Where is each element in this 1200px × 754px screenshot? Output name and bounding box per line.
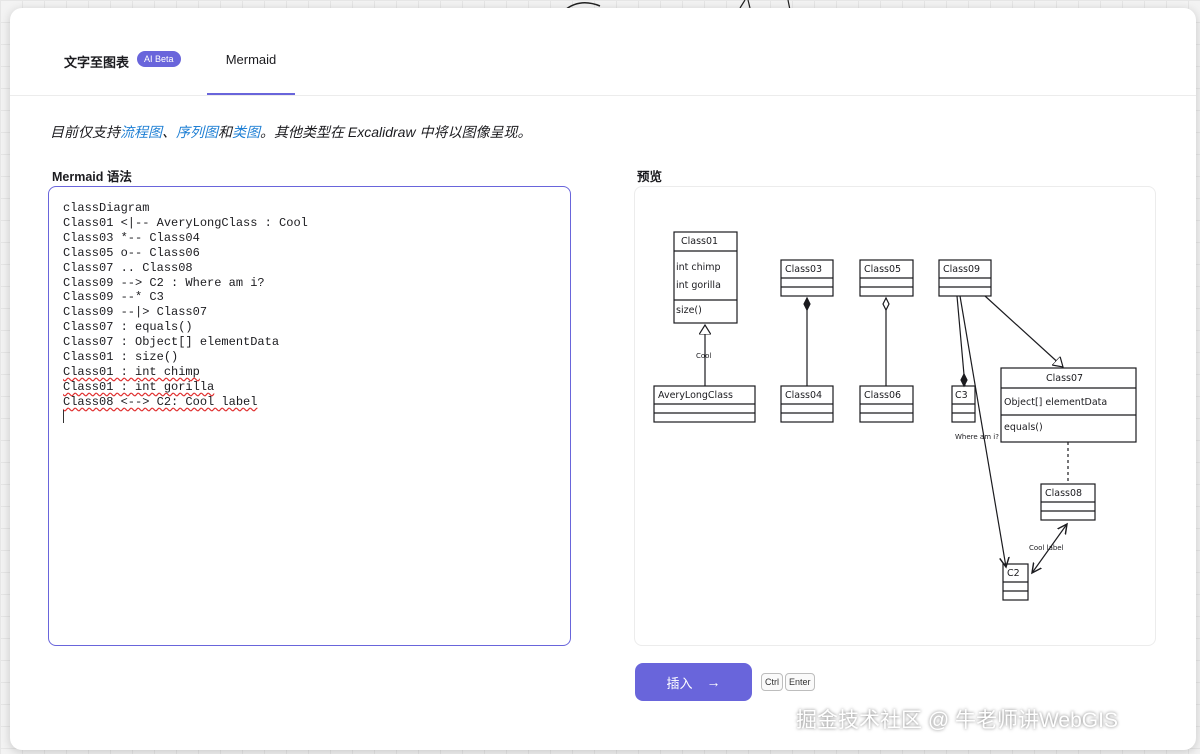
text-to-diagram-dialog: 文字至图表 AI Beta Mermaid 目前仅支持流程图、序列图和类图。其他… [10, 8, 1196, 750]
class01-title: Class01 [681, 236, 718, 247]
tab-text-to-diagram[interactable]: 文字至图表 AI Beta [64, 51, 181, 95]
code-line: Class03 *-- Class04 [63, 230, 200, 245]
code-line: Class01 : size() [63, 350, 179, 365]
class06-title: Class06 [864, 390, 901, 401]
code-line: Class07 .. Class08 [63, 260, 193, 275]
class-diagram-link[interactable]: 类图 [232, 124, 260, 140]
code-line: Class09 --|> Class07 [63, 305, 208, 320]
class07-method: equals() [1004, 422, 1043, 433]
class05-title: Class05 [864, 264, 901, 275]
class07-attr: Object[] elementData [1004, 397, 1107, 408]
class09-title: Class09 [943, 264, 980, 275]
tab-mermaid[interactable]: Mermaid [207, 52, 295, 95]
edge-label-where: Where am i? [955, 433, 999, 441]
code-line: Class07 : Object[] elementData [63, 335, 280, 350]
shortcut-enter-key: Enter [785, 673, 815, 691]
code-line: Class01 <|-- AveryLongClass : Cool [63, 215, 308, 230]
c3-title: C3 [955, 390, 968, 401]
tab-bar: 文字至图表 AI Beta Mermaid [10, 8, 1196, 96]
mermaid-code-editor[interactable]: classDiagram Class01 <|-- AveryLongClass… [48, 186, 571, 646]
edge-label-cool-label: Cool label [1029, 544, 1064, 552]
code-line: Class01 : int chimp [63, 364, 200, 379]
class01-box [673, 231, 738, 324]
support-notice: 目前仅支持流程图、序列图和类图。其他类型在 Excalidraw 中将以图像呈现… [50, 122, 531, 142]
text-caret [63, 409, 64, 423]
code-line: Class08 <--> C2: Cool label [63, 394, 258, 409]
arrow-right-icon: → [706, 674, 721, 690]
code-line: Class05 o-- Class06 [63, 245, 200, 260]
averylongclass-title: AveryLongClass [658, 390, 733, 401]
notice-separator: 和 [218, 124, 232, 140]
class-diagram-svg: Class01 int chimp int gorilla size() Cla… [653, 231, 1137, 601]
notice-suffix: 。其他类型在 Excalidraw 中将以图像呈现。 [260, 124, 532, 140]
tab-text-to-diagram-label: 文字至图表 [64, 55, 130, 70]
c2-title: C2 [1007, 568, 1020, 579]
class04-title: Class04 [785, 390, 822, 401]
diagram-preview: Class01 int chimp int gorilla size() Cla… [634, 186, 1156, 646]
notice-prefix: 目前仅支持 [50, 124, 120, 140]
watermark: 掘金技术社区 @ 牛老师讲WebGIS [796, 709, 1118, 732]
class07-title: Class07 [1046, 373, 1083, 384]
edge-label-cool: Cool [696, 352, 711, 360]
tab-mermaid-label: Mermaid [225, 52, 277, 67]
shortcut-ctrl-key: Ctrl [761, 673, 783, 691]
class08-title: Class08 [1045, 488, 1082, 499]
preview-labels: Class01 int chimp int gorilla size() Cla… [658, 236, 1107, 579]
class03-title: Class03 [785, 264, 822, 275]
flowchart-link[interactable]: 流程图 [120, 124, 162, 140]
code-line: Class09 --> C2 : Where am i? [63, 275, 265, 290]
code-line: Class07 : equals() [63, 320, 193, 335]
notice-separator: 、 [162, 124, 176, 140]
code-line: Class09 --* C3 [63, 290, 164, 305]
sequence-diagram-link[interactable]: 序列图 [176, 124, 218, 140]
code-line: Class01 : int gorilla [63, 379, 215, 394]
code-line: classDiagram [63, 201, 150, 215]
mermaid-code[interactable]: classDiagram Class01 <|-- AveryLongClass… [63, 201, 570, 426]
class01-attr-gorilla: int gorilla [676, 280, 721, 291]
ai-beta-badge: AI Beta [137, 51, 181, 67]
mermaid-syntax-label: Mermaid 语法 [52, 170, 132, 184]
class01-attr-chimp: int chimp [676, 262, 721, 273]
class01-method-size: size() [676, 305, 702, 316]
insert-button[interactable]: 插入 → [635, 663, 752, 701]
insert-button-label: 插入 [666, 675, 693, 691]
preview-label: 预览 [637, 170, 663, 184]
